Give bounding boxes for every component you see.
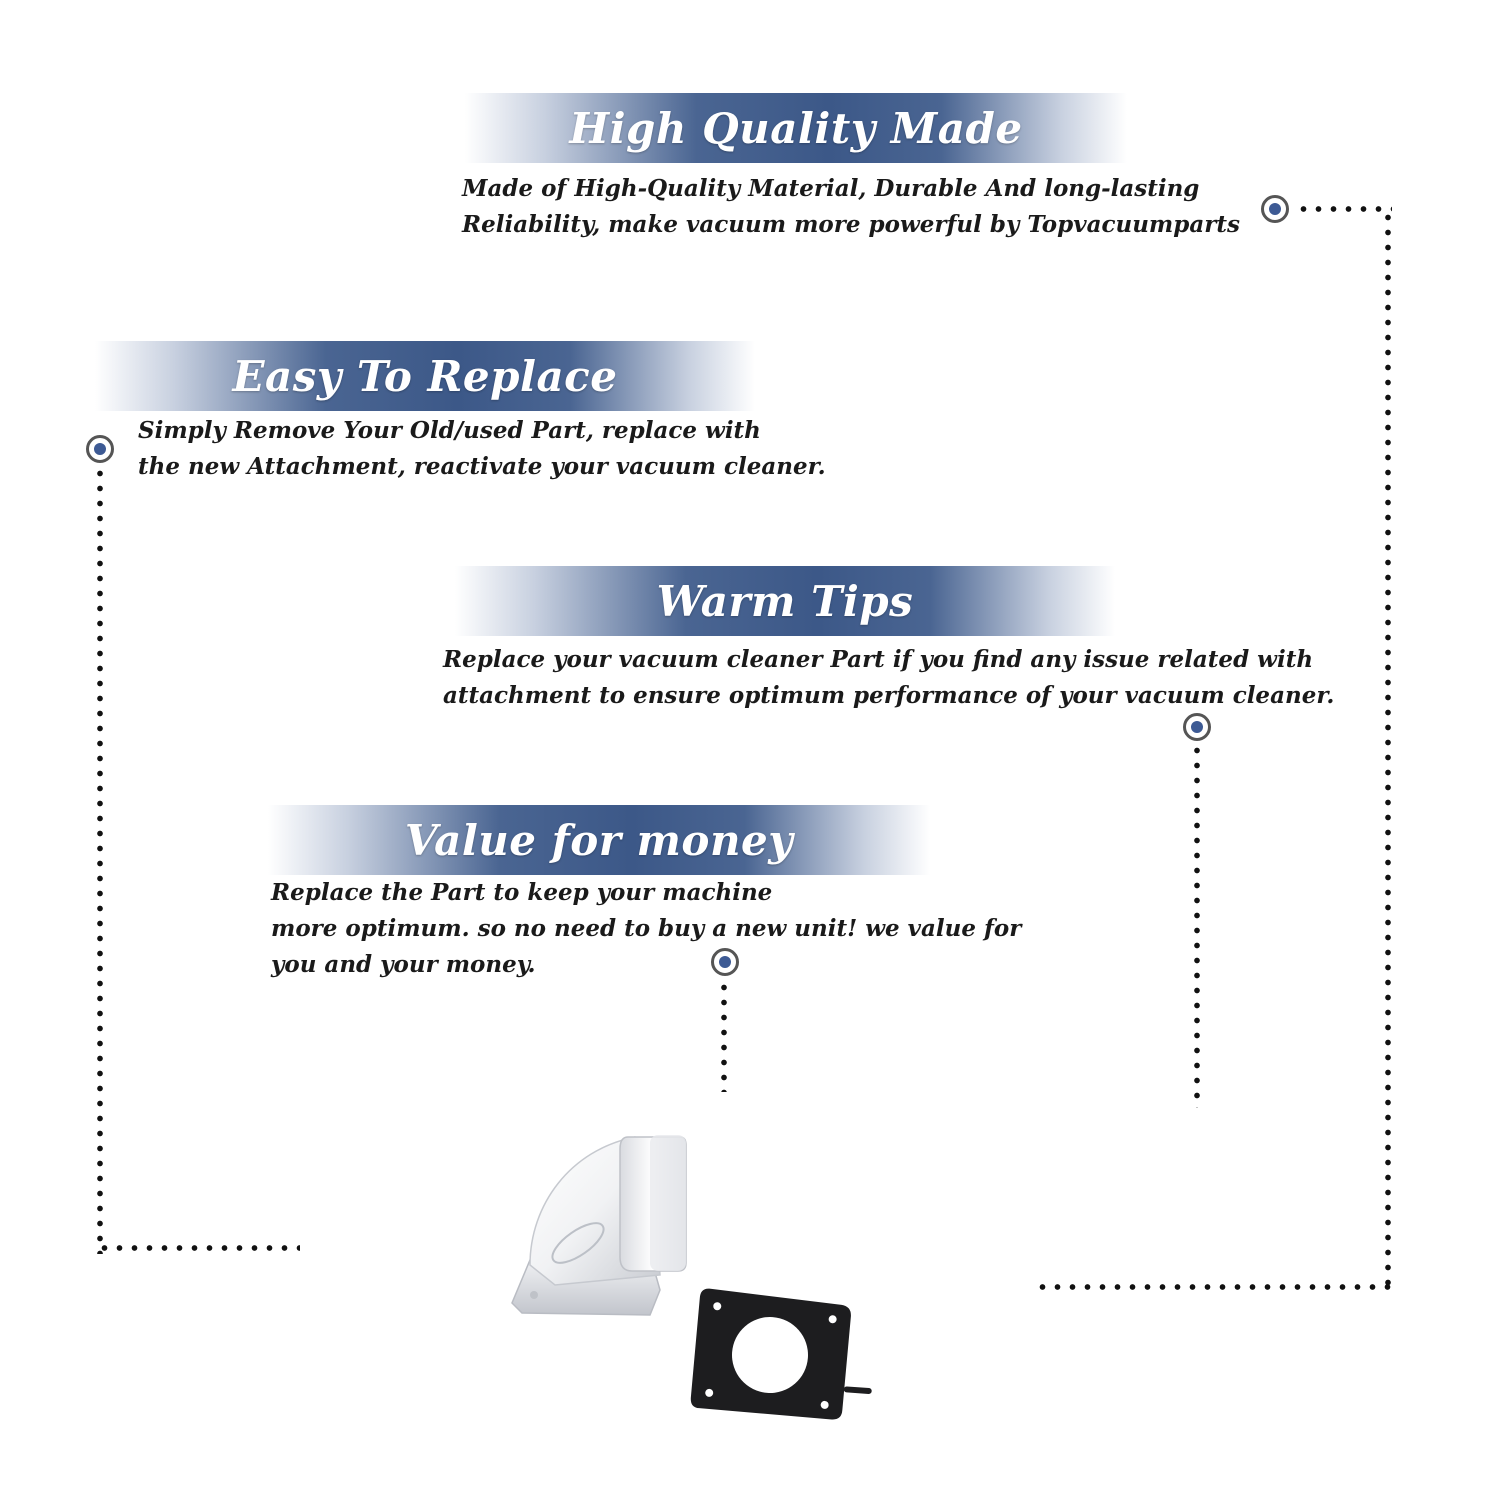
banner-high-quality-made: High Quality Made: [465, 93, 1127, 163]
section-description: Made of High-Quality Material, Durable A…: [462, 171, 1240, 243]
description-line: Reliability, make vacuum more powerful b…: [462, 211, 1240, 238]
description-line: more optimum. so no need to buy a new un…: [271, 915, 1022, 942]
dotted-connector: [721, 980, 727, 1092]
banner-value-for-money: Value for money: [268, 805, 930, 875]
dotted-connector: [1296, 206, 1392, 212]
connector-node-icon: [1183, 713, 1211, 741]
section-description: Replace your vacuum cleaner Part if you …: [443, 642, 1334, 714]
section-title: Easy To Replace: [232, 351, 618, 401]
dotted-connector: [97, 1245, 300, 1251]
section-description: Replace the Part to keep your machine mo…: [271, 875, 1021, 983]
gasket: [690, 1288, 872, 1420]
section-title: Value for money: [404, 815, 794, 865]
dotted-connector: [97, 466, 103, 1254]
description-line: Replace your vacuum cleaner Part if you …: [443, 646, 1314, 673]
description-line: attachment to ensure optimum performance…: [443, 682, 1335, 709]
banner-warm-tips: Warm Tips: [455, 566, 1115, 636]
description-line: the new Attachment, reactivate your vacu…: [138, 453, 826, 480]
section-title: High Quality Made: [569, 103, 1023, 153]
connector-node-icon: [86, 435, 114, 463]
description-line: Replace the Part to keep your machine: [271, 879, 773, 906]
section-title: Warm Tips: [656, 576, 914, 626]
dotted-connector: [1194, 743, 1200, 1108]
product-image: [511, 1135, 872, 1420]
connector-node-icon: [711, 948, 739, 976]
description-line: Simply Remove Your Old/used Part, replac…: [138, 417, 761, 444]
connector-node-icon: [1261, 195, 1289, 223]
section-description: Simply Remove Your Old/used Part, replac…: [138, 413, 826, 485]
banner-easy-to-replace: Easy To Replace: [95, 341, 755, 411]
description-line: Made of High-Quality Material, Durable A…: [462, 175, 1200, 202]
dotted-connector: [1385, 210, 1391, 1293]
dotted-connector: [1035, 1284, 1391, 1290]
description-line: you and your money.: [271, 951, 536, 978]
